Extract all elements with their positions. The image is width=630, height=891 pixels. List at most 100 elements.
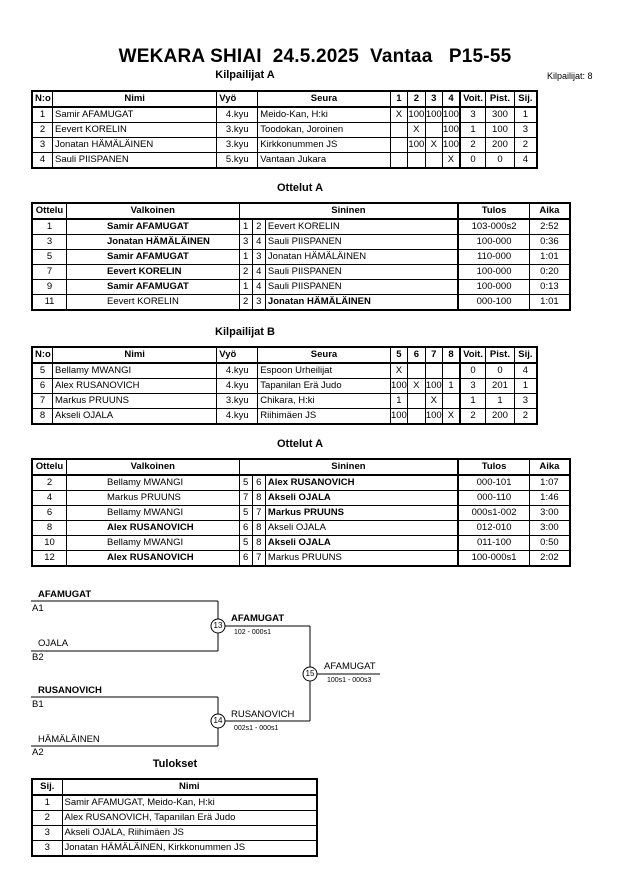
match-time: 0:50 xyxy=(528,535,571,551)
table-cell: 3 xyxy=(31,840,63,857)
match-bn: 4 xyxy=(251,279,266,295)
match-bn: 8 xyxy=(251,535,266,551)
final-winner: AFAMUGAT xyxy=(324,661,376,672)
table-cell: 7 xyxy=(31,393,54,409)
table-cell: Akseli OJALA, Riihimäen JS xyxy=(61,825,318,841)
col-header: Tulos xyxy=(457,202,530,220)
semi1-bottom-name: OJALA xyxy=(38,638,69,649)
competitors-b-header: N:o Nimi Vyö Seura 5 6 7 8 Voit. Pist. S… xyxy=(31,346,538,364)
match-15-marker xyxy=(302,666,318,682)
col-header: Pist. xyxy=(485,90,515,108)
col-header: Aika xyxy=(528,458,571,476)
table-cell: Samir AFAMUGAT, Meido-Kan, H:ki xyxy=(61,794,318,811)
table-cell: 0 xyxy=(485,152,515,169)
results-header: Sij. Nimi xyxy=(31,778,318,796)
competitors-b-title: Kilpailijat B xyxy=(215,326,275,338)
match-14-marker xyxy=(210,713,226,729)
competitors-a-header: N:o Nimi Vyö Seura 1 2 3 4 Voit. Pist. S… xyxy=(31,90,538,108)
competitors-b-table: N:o Nimi Vyö Seura 5 6 7 8 Voit. Pist. S… xyxy=(31,346,538,425)
match-no: 11 xyxy=(31,294,67,311)
semi2-match-number: 14 xyxy=(213,716,223,725)
col-header: Tulos xyxy=(457,458,530,476)
table-cell: Jonatan HÄMÄLÄINEN, Kirkkonummen JS xyxy=(61,840,318,857)
col-header: Valkoinen xyxy=(66,458,240,476)
table-cell: 4 xyxy=(31,152,54,169)
match-bn: 7 xyxy=(251,550,266,567)
col-header: Ottelu xyxy=(31,202,67,220)
semi1-bottom-seed: B2 xyxy=(32,652,44,663)
competitors-a-table: N:o Nimi Vyö Seura 1 2 3 4 Voit. Pist. S… xyxy=(31,90,538,169)
matches-b-title: Ottelut A xyxy=(276,438,324,450)
semi1-winner: AFAMUGAT xyxy=(231,613,285,624)
table-cell: 4 xyxy=(513,152,538,169)
semi2-top-seed: B1 xyxy=(32,699,44,710)
match-white: Alex RUSANOVICH xyxy=(66,550,240,567)
table-cell: 0 xyxy=(458,152,487,169)
group-a-title: Kilpailijat A xyxy=(215,69,275,81)
matches-a-title: Ottelut A xyxy=(276,182,324,194)
table-cell: 3 xyxy=(31,825,63,841)
match-13-marker xyxy=(210,618,226,634)
col-header: Sij. xyxy=(513,90,538,108)
match-white: Samir AFAMUGAT xyxy=(66,279,240,295)
table-cell: 2 xyxy=(513,408,538,425)
table-cell: 2 xyxy=(513,137,538,153)
page-title: WEKARA SHIAI 24.5.2025 Vantaa P15-55 xyxy=(118,46,512,67)
semi2-score: 002s1 - 000s1 xyxy=(234,725,279,732)
col-header: Seura xyxy=(257,90,391,108)
table-cell: 200 xyxy=(485,408,515,425)
semi1-top-name: AFAMUGAT xyxy=(38,589,92,600)
col-header: Pist. xyxy=(485,346,515,364)
match-bn: 3 xyxy=(251,294,266,311)
table-cell: 1 xyxy=(485,393,515,409)
match-blue: Akseli OJALA xyxy=(264,535,459,551)
col-header: N:o xyxy=(31,90,54,108)
col-header: Seura xyxy=(257,346,391,364)
final-score: 100s1 - 000s3 xyxy=(327,677,372,684)
table-cell: 1 xyxy=(513,378,538,394)
table-cell: Sauli PIISPANEN xyxy=(52,152,218,169)
semi1-score: 102 - 000s1 xyxy=(234,629,271,636)
final-match-number: 15 xyxy=(305,669,315,678)
matches-b-header: Ottelu Valkoinen Sininen Tulos Aika xyxy=(31,458,571,476)
table-cell: 100 xyxy=(441,137,461,153)
table-cell: Jonatan HÄMÄLÄINEN xyxy=(52,137,218,153)
col-header: Nimi xyxy=(52,90,218,108)
semi2-winner: RUSANOVICH xyxy=(231,709,295,720)
table-cell: Vantaan Jukara xyxy=(257,152,391,169)
match-result: 100-000 xyxy=(457,279,530,295)
table-cell: 3 xyxy=(513,393,538,409)
match-time: 2:02 xyxy=(528,550,571,567)
col-header: 6 xyxy=(407,346,426,364)
table-cell: 2 xyxy=(31,810,63,826)
match-white: Eevert KORELIN xyxy=(66,294,240,311)
table-cell: 8 xyxy=(31,408,54,425)
col-header: Sij. xyxy=(31,778,63,796)
match-blue: Sauli PIISPANEN xyxy=(264,279,459,295)
semi2-bottom-seed: A2 xyxy=(32,747,44,758)
table-cell: Akseli OJALA xyxy=(52,408,218,425)
table-cell: 1 xyxy=(458,393,487,409)
results-title: Tulokset xyxy=(152,758,198,770)
